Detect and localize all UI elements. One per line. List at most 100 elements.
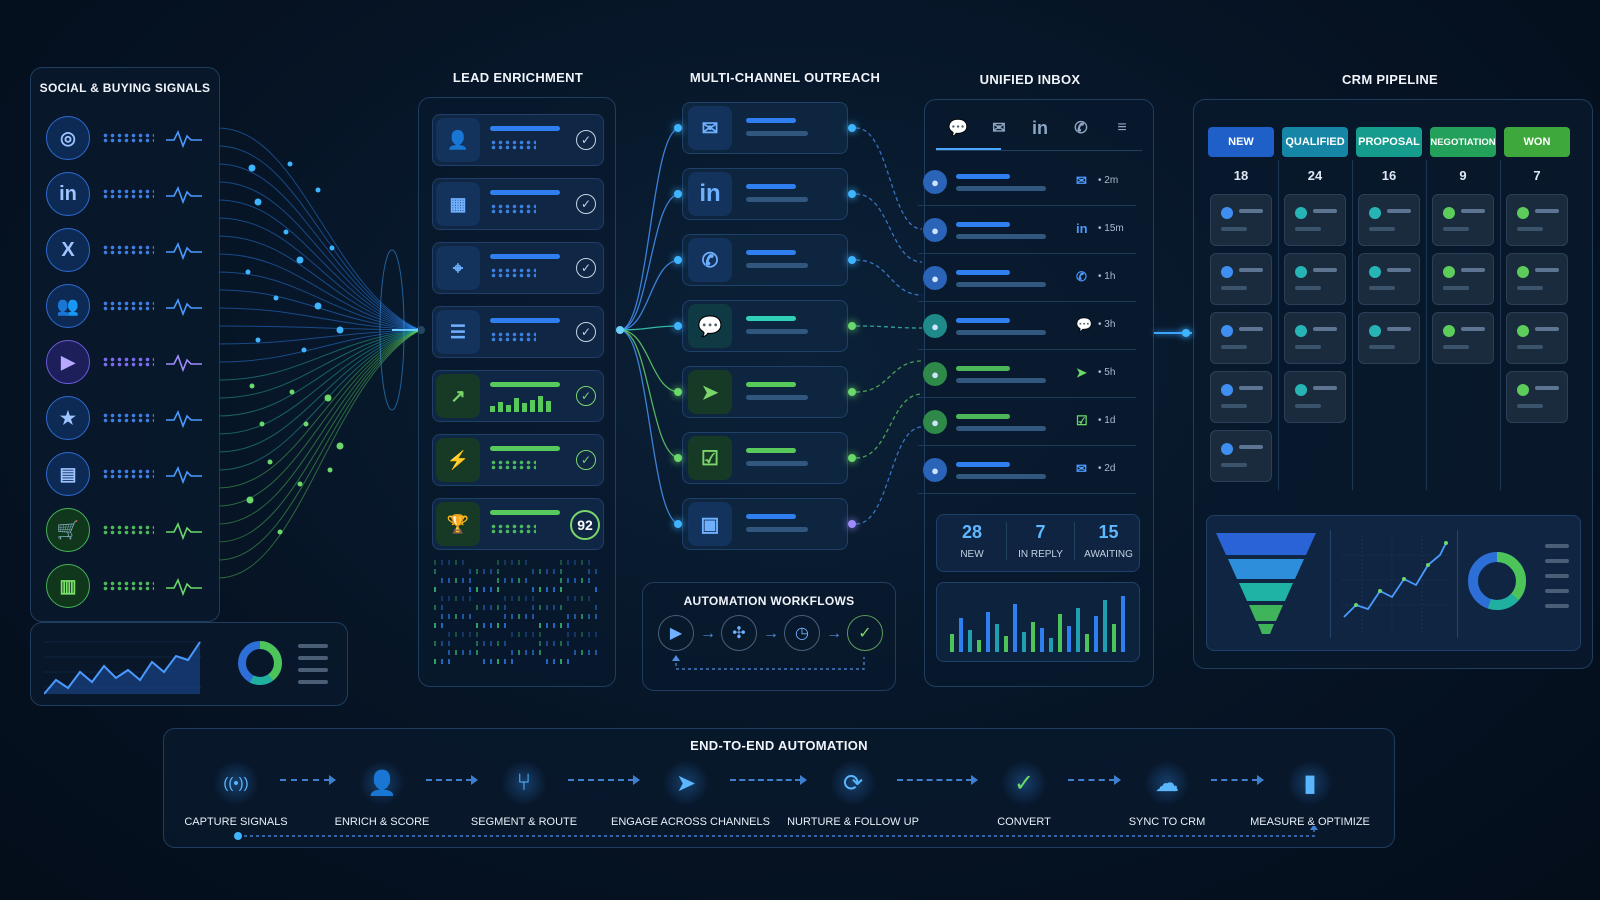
signal-flow-curve [217,181,421,331]
deal-dot [1369,266,1381,278]
crm-deal-card[interactable] [1210,430,1272,482]
person-icon: 👤 [436,118,480,162]
crm-deal-card[interactable] [1358,194,1420,246]
inbox-message-row[interactable]: ●✆• 1h [918,256,1136,302]
crm-deal-card[interactable] [1284,194,1346,246]
phone-tab-icon[interactable]: ✆ [1074,120,1088,137]
activity-bar [1085,634,1089,652]
chat-tab-icon[interactable]: 💬 [948,120,968,137]
rain-drop [469,614,471,619]
crm-deal-card[interactable] [1432,253,1494,305]
rain-drop [581,560,583,565]
branch-icon[interactable]: ✣ [721,615,757,651]
mail-tab-icon[interactable]: ✉ [992,120,1006,137]
automation-step[interactable]: ((•))CAPTURE SIGNALS [161,760,311,828]
signal-particle [297,481,303,487]
rain-drop [525,560,527,565]
pulse-wave-icon [166,129,202,148]
refresh-icon: ⟳ [830,760,876,806]
crm-deal-card[interactable] [1210,371,1272,423]
crm-deal-card[interactable] [1284,312,1346,364]
rain-drop [546,641,548,646]
preview-bar [956,330,1046,335]
inbox-crm-connector [1154,332,1192,334]
deal-dot [1443,207,1455,219]
star-icon[interactable]: ★ [46,396,90,440]
signal-particle [246,496,254,504]
inbox-message-row[interactable]: ●➤• 5h [918,352,1136,398]
automation-arrow [897,775,978,785]
rain-drop [567,578,569,583]
rain-drop [441,578,443,583]
crm-stage-tab[interactable]: NEW [1208,127,1274,157]
inbox-message-row[interactable]: ●in• 15m [918,208,1136,254]
inbox-message-row[interactable]: ●☑• 1d [918,400,1136,446]
crm-deal-card[interactable] [1358,253,1420,305]
signal-dots [102,357,154,367]
crm-deal-card[interactable] [1284,371,1346,423]
outreach-hub-node [616,326,624,334]
inbox-message-row[interactable]: ●💬• 3h [918,304,1136,350]
inbox-message-row[interactable]: ●✉• 2m [918,160,1136,206]
stat-label: AWAITING [1084,549,1133,560]
automation-step[interactable]: ▮MEASURE & OPTIMIZE [1235,760,1385,828]
x-icon[interactable]: X [46,228,90,272]
crm-stage-tab[interactable]: WON [1504,127,1570,157]
activity-bar [1031,622,1035,652]
crm-deal-card[interactable] [1284,253,1346,305]
document-icon[interactable]: ▤ [46,452,90,496]
rain-drop [518,632,520,637]
crm-deal-card[interactable] [1432,194,1494,246]
rain-drop [511,659,513,664]
deal-dot [1295,207,1307,219]
linkedin-tab-icon[interactable]: in [1032,117,1048,138]
automation-arrow [426,775,478,785]
crm-stage-tab[interactable]: QUALIFIED [1282,127,1348,157]
pulse-line [166,521,202,540]
automation-step[interactable]: ☁SYNC TO CRM [1092,760,1242,828]
globe-icon[interactable]: ◎ [46,116,90,160]
automation-step[interactable]: 👤ENRICH & SCORE [307,760,457,828]
video-play-icon[interactable]: ▶ [46,340,90,384]
crm-deal-card[interactable] [1358,312,1420,364]
crm-deal-card[interactable] [1432,312,1494,364]
linkedin-icon[interactable]: in [46,172,90,216]
automation-step[interactable]: ⑂SEGMENT & ROUTE [449,760,599,828]
crm-deal-card[interactable] [1506,312,1568,364]
automation-step[interactable]: ⟳NURTURE & FOLLOW UP [778,760,928,828]
building-icon[interactable]: ▥ [46,564,90,608]
broadcast-icon: ((•)) [213,760,259,806]
crm-deal-card[interactable] [1210,194,1272,246]
rain-drop [525,650,527,655]
crm-deal-card[interactable] [1506,253,1568,305]
filter-icon[interactable]: ≡ [1117,119,1127,136]
deal-title-bar [1313,209,1337,213]
rain-drop [476,623,478,628]
crm-deal-card[interactable] [1506,371,1568,423]
enrichment-dots [490,460,536,470]
task-icon: ☑ [1076,413,1088,428]
pulse-line [166,409,202,428]
crm-deal-card[interactable] [1210,253,1272,305]
inbox-message-row[interactable]: ●✉• 2d [918,448,1136,494]
rain-drop [511,578,513,583]
signal-particle [277,529,283,535]
crm-deal-card[interactable] [1210,312,1272,364]
done-check-icon[interactable]: ✓ [847,615,883,651]
people-icon[interactable]: 👥 [46,284,90,328]
automation-step[interactable]: ✓CONVERT [949,760,1099,828]
crm-deal-card[interactable] [1506,194,1568,246]
play-icon[interactable]: ▶ [658,615,694,651]
signal-particle [296,256,304,264]
rain-drop [504,614,506,619]
cart-icon[interactable]: 🛒 [46,508,90,552]
automation-step[interactable]: ➤ENGAGE ACROSS CHANNELS [611,760,770,828]
rain-drop [560,605,562,610]
crm-stage-tab[interactable]: NEGOTIATION [1430,127,1496,157]
clock-icon[interactable]: ◷ [784,615,820,651]
sender-bar [956,222,1010,227]
crm-stage-tab[interactable]: PROPOSAL [1356,127,1422,157]
paper-plane-icon: ➤ [663,760,709,806]
pulse-line [166,129,202,148]
